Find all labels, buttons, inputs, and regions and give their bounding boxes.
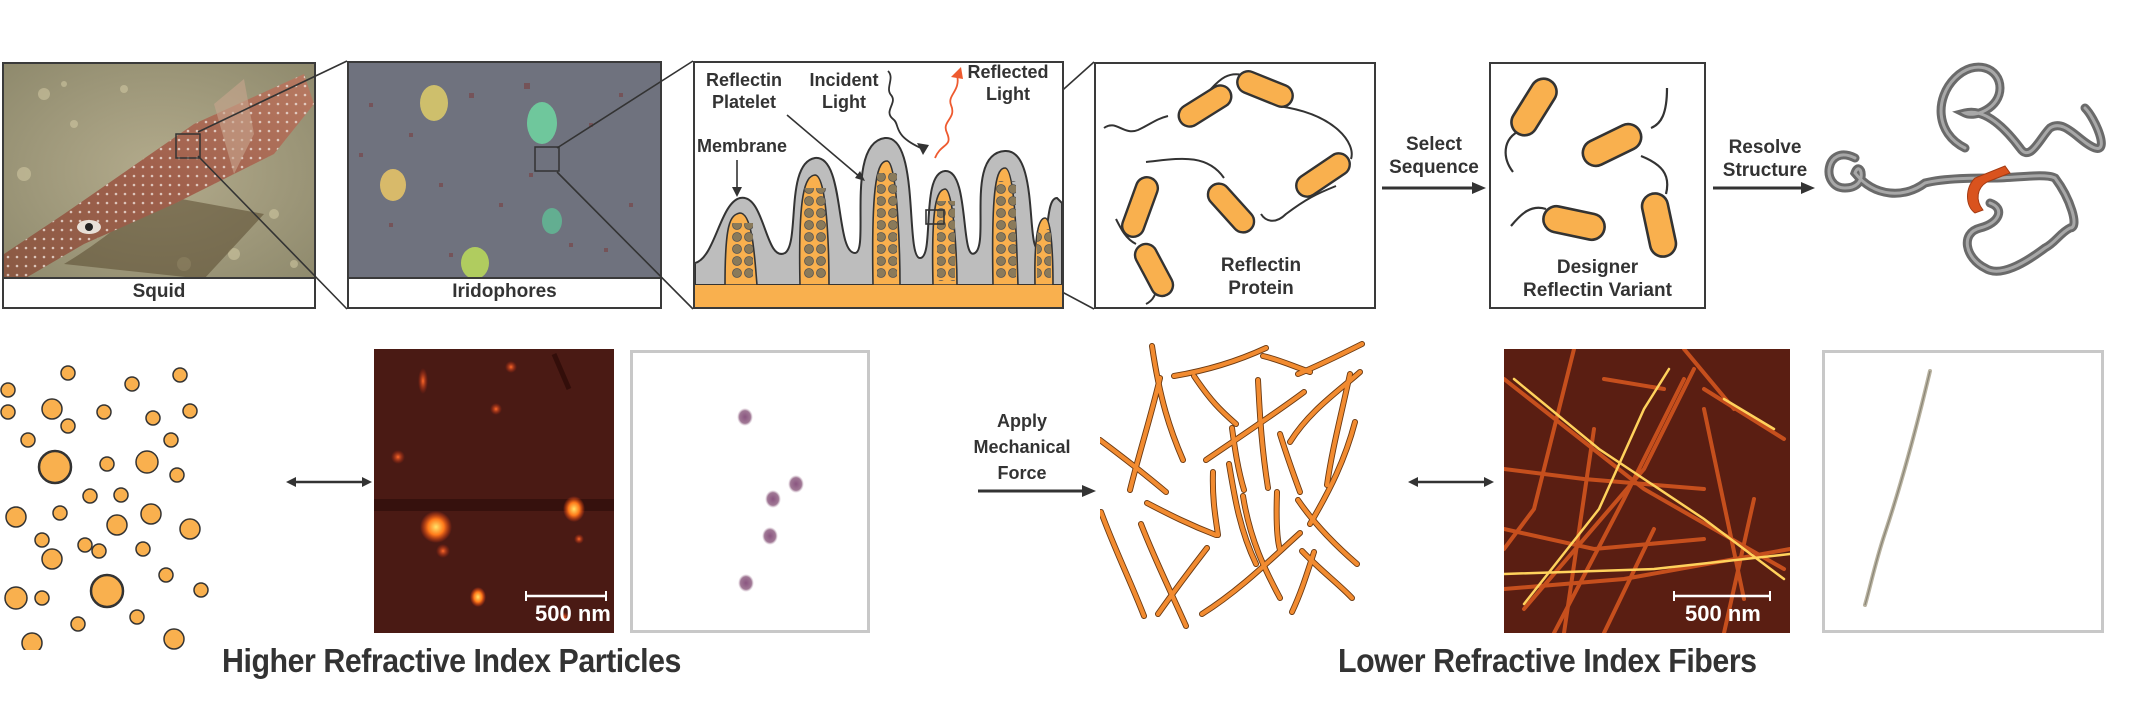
iridocyte-diagram xyxy=(695,67,1062,307)
fibers-micrograph-features xyxy=(1863,369,1932,607)
fibers-afm-image: 500 nm xyxy=(1504,349,1790,633)
reflectin-platelet-label: Reflectin Platelet xyxy=(705,70,783,112)
select-sequence-label: Select Sequence xyxy=(1389,134,1479,178)
designer-variant-panel: Designer Reflectin Variant xyxy=(1489,62,1706,309)
fibers-schematic xyxy=(1100,341,1365,629)
select-sequence-arrow xyxy=(1382,182,1486,194)
particles-micrograph xyxy=(630,350,870,633)
squid-photo-panel: Squid xyxy=(2,62,316,309)
particles-micrograph-features xyxy=(737,408,804,592)
designer-variant-schematic xyxy=(1504,77,1678,258)
beta-strand-highlight xyxy=(1967,165,2011,214)
particles-schematic xyxy=(0,365,209,650)
fibers-scale-bar xyxy=(1673,591,1771,601)
particles-scale-bar-label: 500 nm xyxy=(535,601,611,626)
incident-light-label: Incident Light xyxy=(809,70,879,112)
fibers-title: Lower Refractive Index Fibers xyxy=(1338,642,1757,679)
reflectin-protein-panel: Reflectin Protein xyxy=(1094,62,1376,309)
iridocyte-diagram-panel: Reflectin Platelet Incident Light Reflec… xyxy=(693,61,1064,309)
particles-afm-features xyxy=(374,353,614,622)
apply-mechanical-force-label: Apply Mechanical Force xyxy=(973,411,1071,483)
resolve-structure-arrow xyxy=(1713,182,1815,194)
iridophores-caption: Iridophores xyxy=(349,277,660,307)
particles-afm-image: 500 nm xyxy=(374,349,614,633)
reflectin-protein-schematic xyxy=(1103,70,1353,305)
designer-variant-caption: Designer Reflectin Variant xyxy=(1523,257,1672,301)
squid-photo xyxy=(4,64,314,279)
membrane-label: Membrane xyxy=(697,136,788,156)
fibers-micrograph xyxy=(1822,350,2104,633)
particles-scale-bar xyxy=(525,591,607,601)
squid-caption: Squid xyxy=(4,277,314,307)
apply-mechanical-force-arrow xyxy=(978,485,1096,497)
fibers-afm-features xyxy=(1504,349,1790,633)
iridophores-panel: Iridophores xyxy=(347,61,662,309)
iridophores-micrograph xyxy=(349,63,660,279)
reflected-light-label: Reflected Light xyxy=(967,62,1049,104)
resolve-structure-label: Resolve Structure xyxy=(1722,137,1808,181)
fibers-scale-bar-label: 500 nm xyxy=(1685,601,1761,626)
reflectin-protein-caption: Reflectin Protein xyxy=(1220,255,1302,299)
particles-equivalence-arrow-icon xyxy=(286,477,372,487)
resolved-structure-ribbon xyxy=(1824,62,2106,276)
fibers-equivalence-arrow-icon xyxy=(1408,477,1494,487)
particles-title: Higher Refractive Index Particles xyxy=(222,642,681,679)
